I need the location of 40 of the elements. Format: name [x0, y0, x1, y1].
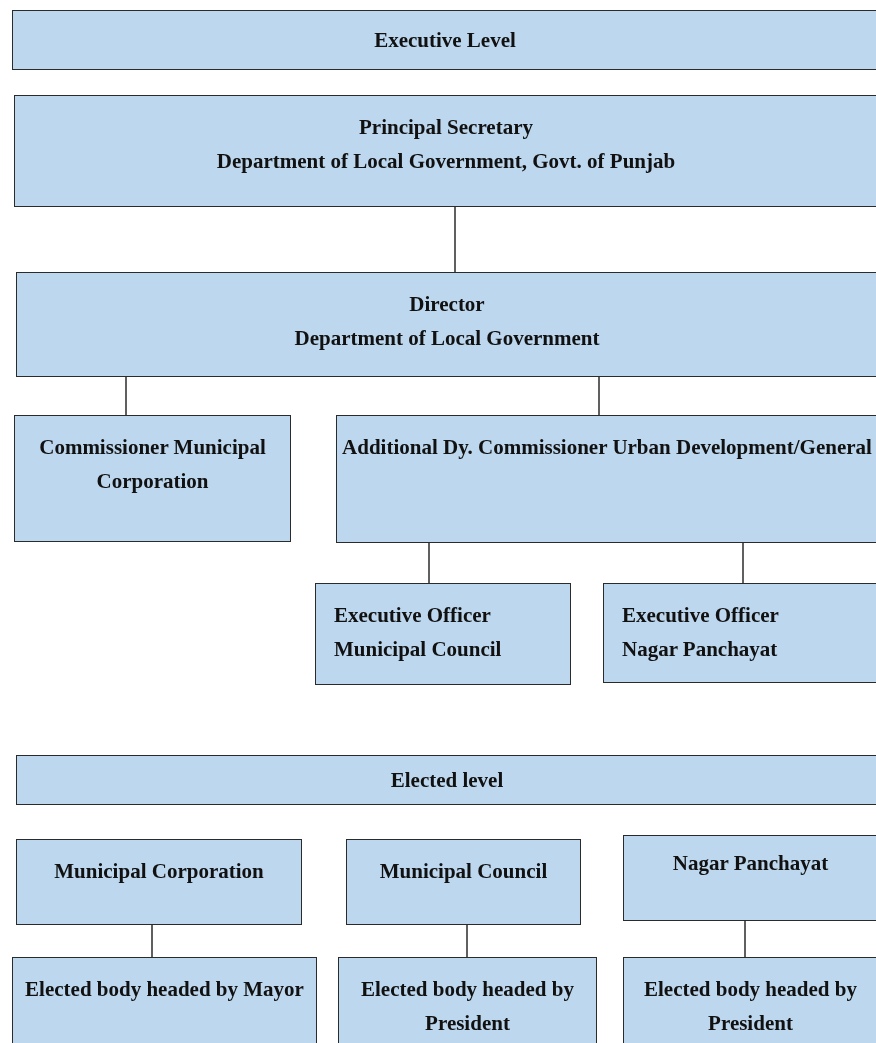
org-box: [12, 10, 876, 70]
org-box: [623, 835, 876, 921]
box-label: Municipal Corporation: [54, 858, 264, 885]
box-label: Executive Officer: [334, 602, 491, 629]
box-label: Elected body headed by President: [360, 976, 575, 1037]
org-box: [14, 415, 291, 542]
box-label: Department of Local Government, Govt. of Punjab: [216, 148, 676, 175]
org-box: [16, 755, 876, 805]
box-label: Director: [409, 291, 485, 318]
box-label: Commissioner Municipal Corporation: [38, 434, 267, 495]
org-box: [346, 839, 581, 925]
org-box: [623, 957, 876, 1043]
connector-line: [454, 206, 456, 273]
org-box: [336, 415, 876, 543]
org-box: [315, 583, 571, 685]
org-box: [16, 839, 302, 925]
box-label: Executive Level: [374, 27, 516, 54]
org-box: [14, 95, 876, 207]
box-label: Nagar Panchayat: [622, 636, 778, 663]
box-label: Municipal Council: [379, 858, 548, 885]
connector-line: [466, 924, 468, 958]
org-box: [16, 272, 876, 377]
box-label: Principal Secretary: [359, 114, 533, 141]
box-label: Municipal Council: [334, 636, 502, 663]
box-label: Elected body headed by President: [643, 976, 858, 1037]
org-box: [603, 583, 876, 683]
org-box: [338, 957, 597, 1043]
box-label: Elected level: [390, 767, 504, 794]
connector-line: [151, 924, 153, 958]
connector-line: [125, 376, 127, 416]
box-label: Additional Dy. Commissioner Urban Development/General: [342, 434, 872, 461]
box-label: Executive Officer: [622, 602, 779, 629]
box-label: Nagar Panchayat: [672, 850, 829, 877]
box-label: Elected body headed by Mayor: [25, 976, 304, 1003]
connector-line: [744, 920, 746, 958]
box-label: Department of Local Government: [294, 325, 600, 352]
connector-line: [598, 376, 600, 416]
connector-line: [742, 542, 744, 584]
connector-line: [428, 542, 430, 584]
org-box: [12, 957, 317, 1043]
